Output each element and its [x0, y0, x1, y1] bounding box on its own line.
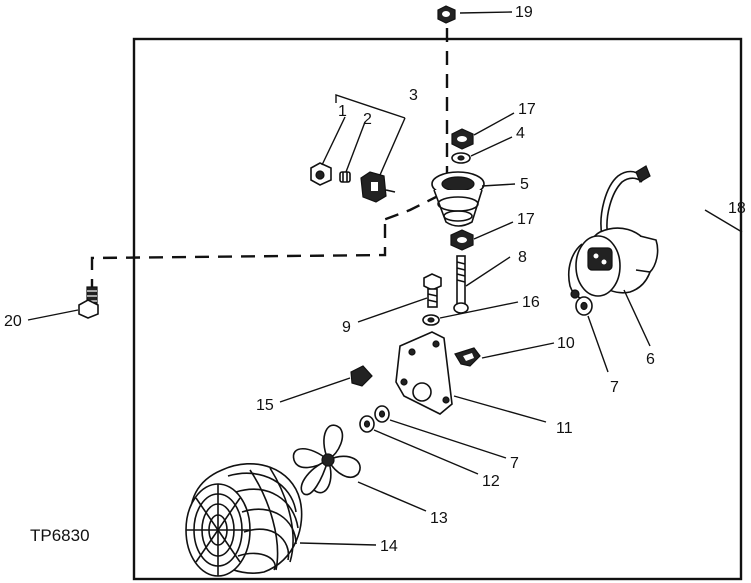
washer-part-4: [451, 152, 471, 164]
callout-11: 11: [556, 420, 573, 437]
washer-part-16: [422, 314, 440, 326]
callout-12: 12: [482, 473, 500, 490]
callout-1: 1: [338, 103, 347, 120]
callout-15: 15: [256, 397, 274, 414]
callout-16: 16: [522, 294, 540, 311]
nut-part-17-lower: [450, 229, 474, 251]
callout-7-upper: 7: [610, 379, 619, 396]
callout-14: 14: [380, 538, 398, 555]
knob-part-1: [310, 162, 332, 186]
fitting-part-2: [339, 171, 351, 183]
cap-nut-part-15: [350, 365, 373, 387]
enclosure-frame: [132, 37, 743, 581]
grommet-part-5: [431, 171, 485, 227]
clip-part-10: [454, 347, 481, 367]
stud-part-8: [453, 255, 469, 314]
washer-part-12: [359, 415, 375, 433]
callout-19: 19: [515, 4, 533, 21]
bolt-part-20: [78, 286, 99, 319]
washer-part-7-lower: [374, 405, 390, 423]
callout-2: 2: [363, 111, 372, 128]
callout-13: 13: [430, 510, 448, 527]
figure-id-label: TP6830: [30, 526, 90, 545]
motor-part-6: [567, 165, 659, 299]
callout-4: 4: [516, 125, 525, 142]
callout-7-lower: 7: [510, 455, 519, 472]
callout-8: 8: [518, 249, 527, 266]
nut-part-17-upper: [451, 128, 474, 150]
leader-lines: [27, 11, 743, 546]
assembly-dashed-line: [90, 28, 449, 290]
bracket-plate-part-11: [395, 331, 453, 415]
fan-guard-part-14: [185, 462, 303, 577]
bolt-part-9: [423, 273, 442, 308]
callout-5: 5: [520, 176, 529, 193]
callout-17-upper: 17: [518, 101, 536, 118]
callout-20: 20: [4, 313, 22, 330]
callout-10: 10: [557, 335, 575, 352]
callout-6: 6: [646, 351, 655, 368]
fan-blade-part-13: [292, 424, 361, 496]
callout-labels: 1 2 3 4 5 6 7 7 8 9 10 11 12 13 14 15 16…: [4, 4, 746, 555]
washer-part-7-upper: [575, 296, 593, 316]
switch-part-3: [360, 171, 396, 203]
callout-3: 3: [409, 87, 418, 104]
nut-part-19: [437, 5, 456, 24]
callout-18: 18: [728, 200, 746, 217]
callout-17-lower: 17: [517, 211, 535, 228]
callout-9: 9: [342, 319, 351, 336]
